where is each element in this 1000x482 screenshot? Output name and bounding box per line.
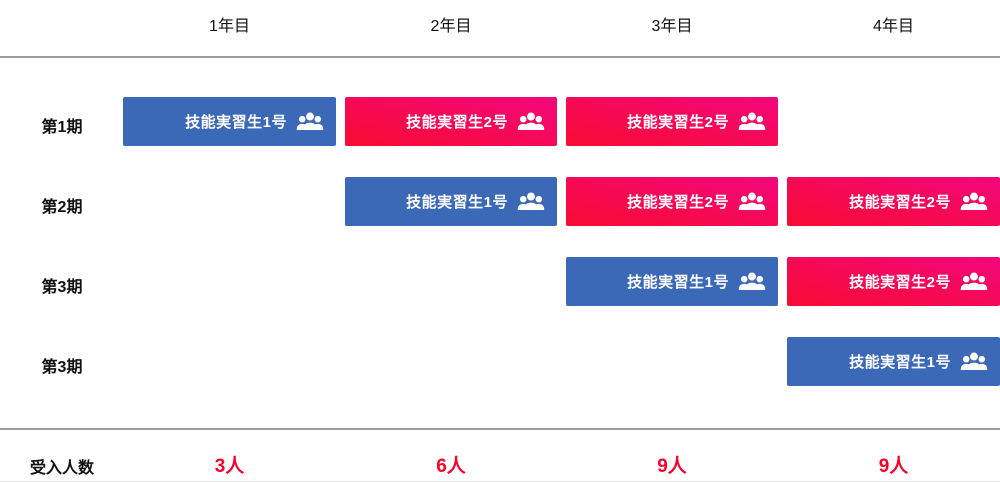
trainee-bar-label: 技能実習生2号 [406,114,508,131]
trainee-bar-label: 技能実習生1号 [406,194,508,211]
trainee-bar: 技能実習生2号 [787,257,1000,306]
period-row-label: 第2期 [41,198,83,216]
users-icon [960,352,988,371]
trainee-bar-label: 技能実習生2号 [849,274,951,291]
acceptance-count: 9人 [657,456,687,477]
trainee-bar: 技能実習生1号 [123,97,336,146]
trainee-bar: 技能実習生2号 [566,97,778,146]
trainee-bar-label: 技能実習生1号 [849,354,951,371]
users-icon [960,272,988,291]
users-icon [738,272,766,291]
trainee-bar: 技能実習生2号 [345,97,557,146]
trainee-bar: 技能実習生2号 [787,177,1000,226]
period-row-label: 第3期 [41,278,83,296]
trainee-bar: 技能実習生1号 [787,337,1000,386]
users-icon [517,112,545,131]
year-column-header: 1年目 [209,18,250,35]
trainee-bar-label: 技能実習生2号 [849,194,951,211]
year-column-header: 3年目 [651,18,693,35]
header-divider-line [0,56,1000,58]
trainee-bar-label: 技能実習生2号 [627,194,729,211]
trainee-bar-label: 技能実習生1号 [627,274,729,291]
trainee-bar: 技能実習生2号 [566,177,778,226]
trainee-bar-label: 技能実習生1号 [185,114,287,131]
users-icon [960,192,988,211]
footer-label: 受入人数 [29,460,94,477]
users-icon [296,112,324,131]
year-column-header: 2年目 [430,18,472,35]
users-icon [517,192,545,211]
trainee-bar-label: 技能実習生2号 [627,114,729,131]
year-column-header: 4年目 [873,18,914,35]
users-icon [738,192,766,211]
acceptance-count: 3人 [214,456,245,477]
footer-divider-line [0,428,1000,430]
trainee-bar: 技能実習生1号 [566,257,778,306]
trainee-bar: 技能実習生1号 [345,177,557,226]
acceptance-count: 6人 [436,456,466,477]
acceptance-count: 9人 [878,456,909,477]
period-row-label: 第1期 [41,118,83,136]
users-icon [738,112,766,131]
period-row-label: 第3期 [41,358,83,376]
